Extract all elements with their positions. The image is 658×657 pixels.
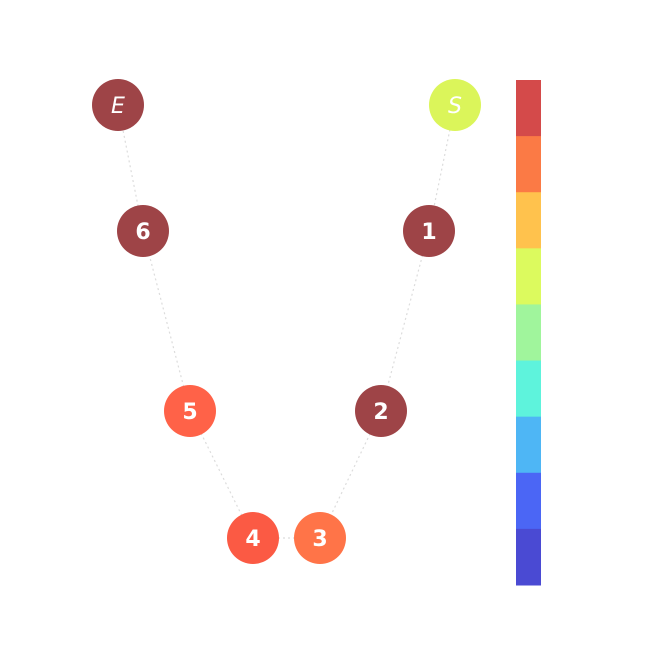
colorbar-segment [516,304,541,362]
edges-layer [117,104,456,539]
node-label: 2 [373,400,388,425]
node-label: 1 [421,220,436,245]
node-6: 6 [117,205,169,257]
colorbar-segment [516,472,541,530]
colorbar [516,80,541,586]
colorbar-segment [516,360,541,418]
node-label: E [111,94,125,119]
node-label: 6 [135,220,150,245]
colorbar-segment [516,80,541,137]
node-3: 3 [294,512,346,564]
node-circle [164,385,216,437]
edge-2-3 [319,410,382,539]
node-4: 4 [227,512,279,564]
colorbar-segment [516,248,541,305]
node-label: S [448,94,462,119]
colorbar-segment [516,528,541,586]
node-circle [403,205,455,257]
node-circle [294,512,346,564]
colorbar-segment [516,192,541,249]
colorbar-segment [516,136,541,193]
node-S: S [429,79,481,131]
node-5: 5 [164,385,216,437]
node-label: 5 [182,400,197,425]
node-circle [429,79,481,131]
colorbar-segment [516,416,541,474]
node-circle [227,512,279,564]
edge-1-2 [380,230,430,412]
node-circle [117,205,169,257]
node-2: 2 [355,385,407,437]
node-circle [92,79,144,131]
node-1: 1 [403,205,455,257]
nodes-layer: S 1 2 3 4 5 6 E [92,79,481,564]
edge-4-5 [189,410,254,539]
node-label: 3 [312,527,327,552]
node-E: E [92,79,144,131]
node-circle [355,385,407,437]
edge-5-6 [142,230,191,412]
node-label: 4 [245,527,260,552]
